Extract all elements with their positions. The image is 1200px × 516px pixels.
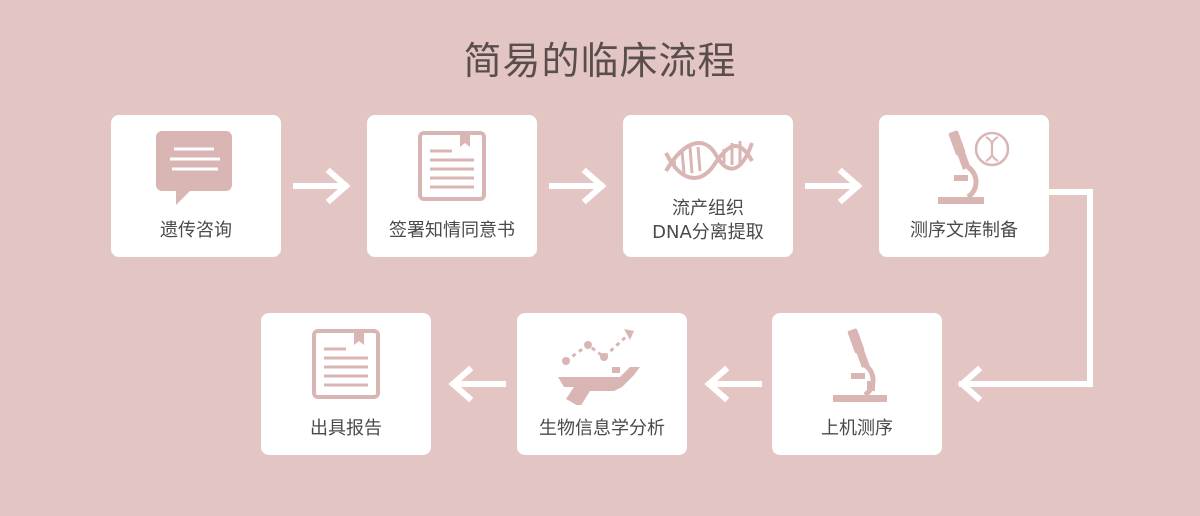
step-label: 签署知情同意书 xyxy=(389,220,515,241)
step-card-library-prep: 测序文库制备 xyxy=(879,115,1049,257)
step-label: 遗传咨询 xyxy=(160,220,232,241)
microscope-dna-icon xyxy=(938,130,1010,204)
dna-icon xyxy=(664,141,754,180)
step-label: 测序文库制备 xyxy=(910,220,1018,241)
speech-bubble-icon xyxy=(156,131,232,205)
step-card-bioinformatics: 生物信息学分析 xyxy=(517,313,687,455)
step-card-genetic-counseling: 遗传咨询 xyxy=(111,115,281,257)
arrow-connector-down xyxy=(957,189,1093,403)
document-icon xyxy=(312,329,380,399)
step-label: 生物信息学分析 xyxy=(539,418,665,439)
arrow-right-2 xyxy=(549,167,607,205)
step-card-dna-extraction: 流产组织 DNA分离提取 xyxy=(623,115,793,257)
step-card-report: 出具报告 xyxy=(261,313,431,455)
arrow-right-1 xyxy=(293,167,351,205)
step-label-line2: DNA分离提取 xyxy=(652,222,764,243)
data-analysis-icon xyxy=(558,329,640,405)
document-icon xyxy=(418,131,486,201)
page-title: 简易的临床流程 xyxy=(463,39,737,83)
step-card-sequencing: 上机测序 xyxy=(772,313,942,455)
arrow-left-1 xyxy=(704,365,762,403)
step-label-line1: 流产组织 xyxy=(672,198,744,219)
step-card-informed-consent: 签署知情同意书 xyxy=(367,115,537,257)
arrow-left-2 xyxy=(448,365,506,403)
arrow-right-3 xyxy=(805,167,863,205)
step-label: 上机测序 xyxy=(821,418,893,439)
step-label: 出具报告 xyxy=(310,418,382,439)
microscope-icon xyxy=(833,328,887,402)
